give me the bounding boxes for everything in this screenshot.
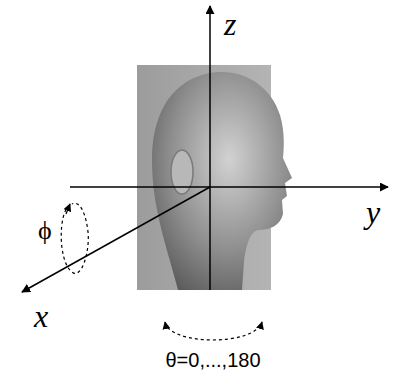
axis-label: z [224,8,236,40]
axis-label: y [366,196,380,228]
x-axis [22,187,210,292]
angle-label: ϕ [38,218,52,244]
z-axis [209,6,211,290]
axis-label: x [34,300,48,332]
head-profile [152,72,292,290]
y-axis [70,186,388,188]
phi-arrow [66,204,70,214]
phi-rotation [61,203,88,273]
angle-range: θ=0,...,180 [165,350,260,370]
theta-rotation [165,322,262,340]
